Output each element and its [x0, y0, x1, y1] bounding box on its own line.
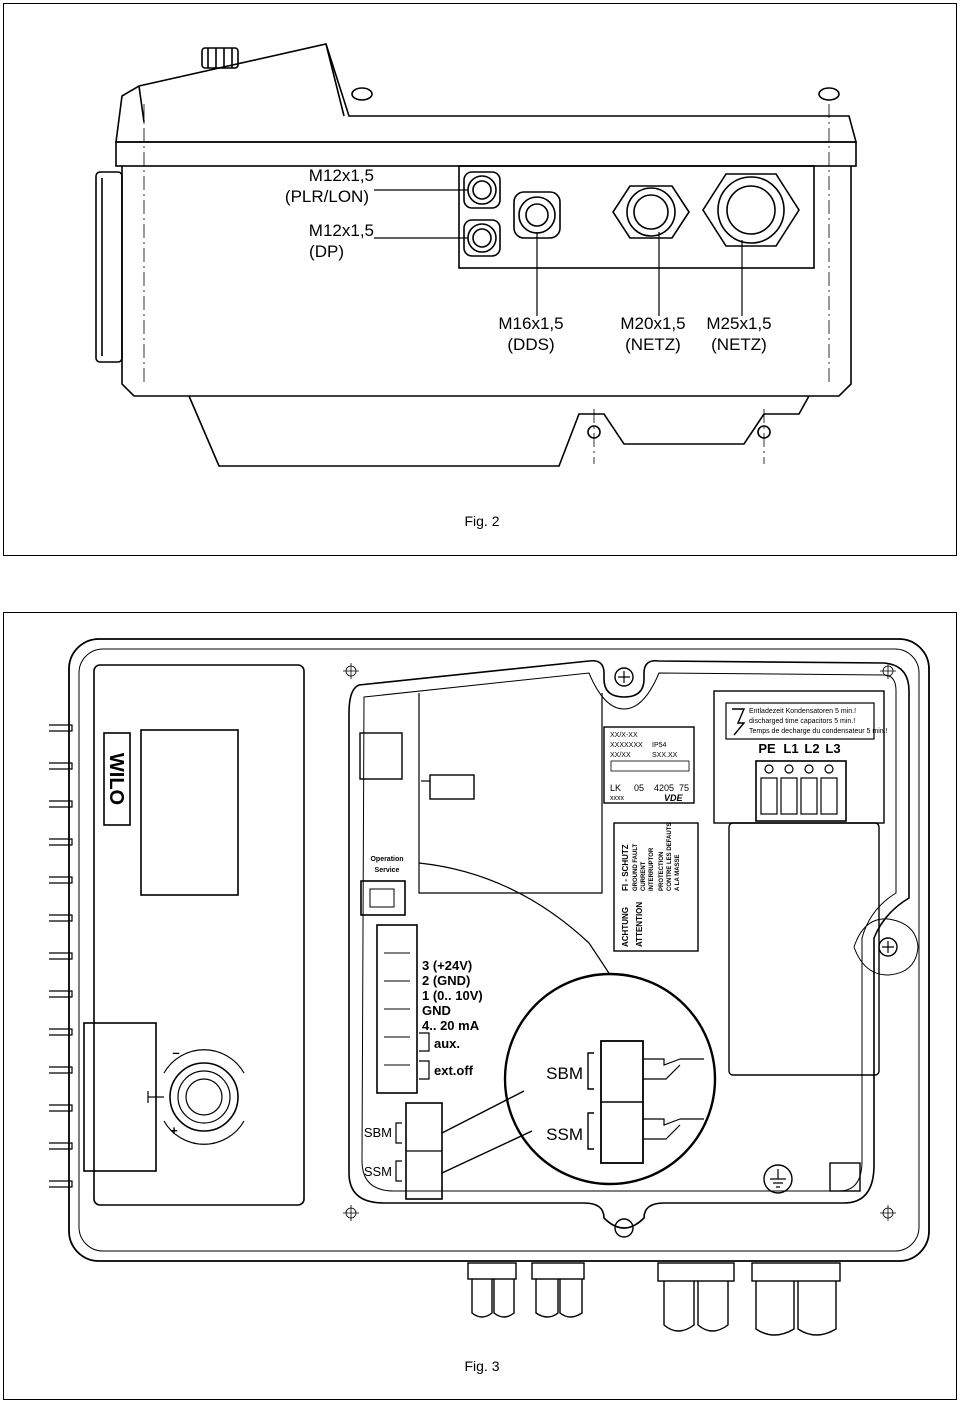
type-plate-line-2b: IP54 — [652, 742, 667, 749]
top-screw — [614, 667, 634, 687]
bottom-gland-2 — [531, 1262, 585, 1318]
label-dds-size: M16x1,5 — [498, 314, 563, 333]
discharge-warning-label — [725, 702, 875, 740]
figure-3-caption: Fig. 3 — [464, 1358, 499, 1374]
relay-ssm-zoom-label: SSM — [546, 1125, 583, 1144]
label-netz-m25-use: (NETZ) — [711, 335, 767, 354]
bottom-gland-4 — [751, 1262, 841, 1336]
label-netz-m20-use: (NETZ) — [625, 335, 681, 354]
figure-2-drawing: M12x1,5 (PLR/LON) M12x1,5 (DP) M16x1,5 (… — [95, 43, 858, 529]
terminal-aux-label: aux. — [434, 1036, 460, 1051]
figure-2-caption: Fig. 2 — [464, 513, 499, 529]
fi-attention: ATTENTION — [635, 902, 644, 947]
gland-recess — [458, 165, 815, 269]
warning-line-3: Temps de decharge du condensateur 5 min.… — [749, 728, 888, 735]
side-block — [95, 171, 123, 363]
relay-zoom-callout — [503, 972, 717, 1186]
vde-mark: VDE — [664, 793, 684, 803]
capacitor-module — [728, 822, 880, 1076]
mains-pe-label: PE — [758, 741, 776, 756]
display-window — [140, 729, 239, 896]
type-plate-xxxx: xxxx — [610, 795, 625, 802]
pcb-upper — [418, 693, 603, 894]
warning-line-1: Entladezeit Kondensatoren 5 min.! — [749, 708, 856, 715]
gland-netz-m20 — [612, 185, 690, 239]
gland-dp — [463, 219, 501, 257]
top-module — [115, 43, 858, 143]
label-plr-lon-size: M12x1,5 — [309, 166, 374, 185]
type-plate-line-2a: XXXXXXX — [610, 742, 643, 749]
bottom-part — [188, 395, 810, 467]
terminal-0-10v-label: 1 (0.. 10V) — [422, 988, 483, 1003]
cooling-fins — [49, 724, 73, 1188]
bottom-gland-3 — [657, 1262, 735, 1332]
mains-l1-label: L1 — [783, 741, 798, 756]
relay-sbm-zoom-label: SBM — [546, 1064, 583, 1083]
fi-current: CURRENT — [641, 861, 647, 891]
type-plate-line-3b: SXX.XX — [652, 752, 678, 759]
fi-schutz: FI - SCHUTZ — [621, 844, 630, 891]
terminal-ext-off-label: ext.off — [434, 1063, 474, 1078]
relay-sbm-small-label: SBM — [364, 1125, 392, 1140]
mains-terminal-block — [755, 760, 847, 822]
brand-plate — [103, 732, 131, 826]
label-dp-use: (DP) — [309, 242, 344, 261]
fi-achtung: ACHTUNG — [621, 907, 630, 947]
warning-line-2: discharged time capacitors 5 min.! — [749, 718, 855, 725]
brand-logo: WILO — [105, 753, 127, 805]
terminal-gnd-label: 2 (GND) — [422, 973, 470, 988]
dip-switch — [360, 880, 406, 916]
figure-3-drawing: WILO – + — [49, 638, 930, 1374]
type-plate-line-1: XX/X-XX — [610, 732, 638, 739]
type-plate-num-2: 4205 — [654, 783, 674, 793]
figure-3-panel: WILO – + — [3, 612, 957, 1400]
label-plr-lon-use: (PLR/LON) — [285, 187, 369, 206]
gland-plr-lon — [463, 171, 501, 209]
square-cover — [829, 1162, 861, 1192]
switch-service-label: Service — [375, 867, 400, 874]
terminal-24v-label: 3 (+24V) — [422, 958, 472, 973]
bottom-screw — [614, 1218, 634, 1238]
type-plate-num-3: 75 — [679, 783, 689, 793]
gland-dds — [513, 191, 561, 239]
fi-warning-label — [613, 822, 699, 952]
switch-operation-label: Operation — [370, 856, 403, 863]
mains-l2-label: L2 — [804, 741, 819, 756]
display-module — [93, 664, 305, 1206]
figure-2-panel: M12x1,5 (PLR/LON) M12x1,5 (DP) M16x1,5 (… — [3, 3, 957, 556]
knob-minus: – — [172, 1045, 179, 1060]
relay-ssm-small-label: SSM — [364, 1164, 392, 1179]
lid — [115, 141, 857, 167]
knob-plus: + — [170, 1123, 178, 1138]
mains-l3-label: L3 — [825, 741, 840, 756]
fi-interruptor: INTERRUPTOR — [649, 847, 655, 891]
label-netz-m20-size: M20x1,5 — [620, 314, 685, 333]
top-knob — [201, 47, 239, 69]
type-plate-lk: LK — [610, 783, 621, 793]
fi-protection: PROTECTION — [659, 852, 665, 891]
analog-terminal-strip — [376, 924, 418, 1094]
control-knob — [169, 1062, 239, 1132]
terminal-compartment — [348, 659, 910, 1229]
housing-inner — [78, 648, 920, 1252]
bottom-gland-1 — [467, 1262, 517, 1318]
label-netz-m25-size: M25x1,5 — [706, 314, 771, 333]
type-plate-line-3a: XX/XX — [610, 752, 631, 759]
top-module-ridge — [138, 43, 345, 123]
top-screw-right — [818, 87, 840, 101]
top-screw-left — [351, 87, 373, 101]
fi-ground-fault: GROUND FAULT — [633, 843, 639, 891]
fi-masse: A LA MASSE — [675, 854, 681, 891]
fi-contre: CONTRE LES DEFAUTS — [667, 823, 673, 891]
housing-outer — [68, 638, 930, 1262]
label-dds-use: (DDS) — [507, 335, 554, 354]
label-dp-size: M12x1,5 — [309, 221, 374, 240]
ground-terminal — [763, 1164, 793, 1194]
terminal-4-20ma-label: 4.. 20 mA — [422, 1018, 480, 1033]
terminal-gnd2-label: GND — [422, 1003, 451, 1018]
type-plate — [603, 726, 695, 804]
gland-netz-m25 — [702, 173, 800, 247]
type-plate-num-1: 05 — [634, 783, 644, 793]
